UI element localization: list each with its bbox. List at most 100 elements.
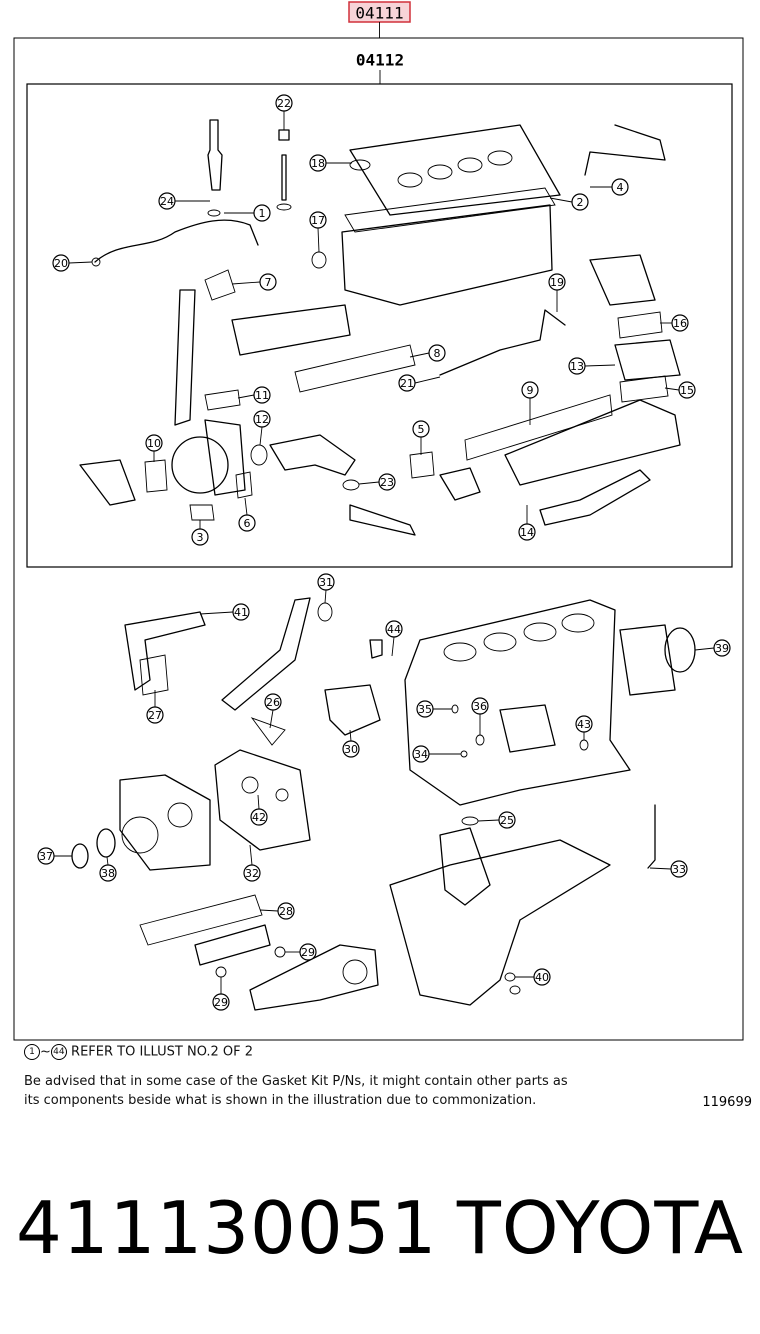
- callout-circle[interactable]: [398, 374, 416, 392]
- ref-tilde: ~: [40, 1044, 51, 1060]
- callout-11[interactable]: 11: [253, 386, 271, 404]
- callout-circle[interactable]: [548, 273, 566, 291]
- callout-circle[interactable]: [471, 697, 489, 715]
- callout-25[interactable]: 25: [498, 811, 516, 829]
- callout-36[interactable]: 36: [471, 697, 489, 715]
- callout-circle[interactable]: [146, 706, 164, 724]
- callout-number: 4: [617, 181, 624, 194]
- callout-circle[interactable]: [191, 528, 209, 546]
- callout-4[interactable]: 4: [611, 178, 629, 196]
- callout-17[interactable]: 17: [309, 211, 327, 229]
- callout-10[interactable]: 10: [145, 434, 163, 452]
- callout-8[interactable]: 8: [428, 344, 446, 362]
- callout-circle[interactable]: [264, 693, 282, 711]
- callout-16[interactable]: 16: [671, 314, 689, 332]
- callout-circle[interactable]: [671, 314, 689, 332]
- callout-circle[interactable]: [571, 193, 589, 211]
- callout-circle[interactable]: [253, 410, 271, 428]
- callout-number: 22: [277, 97, 291, 110]
- callout-41[interactable]: 41: [232, 603, 250, 621]
- callout-circle[interactable]: [533, 968, 551, 986]
- callout-circle[interactable]: [670, 860, 688, 878]
- brand-name: TOYOTA: [456, 1186, 744, 1270]
- callout-12[interactable]: 12: [253, 410, 271, 428]
- callout-circle[interactable]: [158, 192, 176, 210]
- callout-circle[interactable]: [378, 473, 396, 491]
- callout-28[interactable]: 28: [277, 902, 295, 920]
- callout-6[interactable]: 6: [238, 514, 256, 532]
- callout-43[interactable]: 43: [575, 715, 593, 733]
- callout-29[interactable]: 29: [212, 993, 230, 1011]
- callout-40[interactable]: 40: [533, 968, 551, 986]
- callout-5[interactable]: 5: [412, 420, 430, 438]
- callout-circle[interactable]: [37, 847, 55, 865]
- callout-24[interactable]: 24: [158, 192, 176, 210]
- callout-2[interactable]: 2: [571, 193, 589, 211]
- callout-circle[interactable]: [498, 811, 516, 829]
- callout-1[interactable]: 1: [253, 204, 271, 222]
- callout-circle[interactable]: [259, 273, 277, 291]
- callout-number: 15: [680, 384, 694, 397]
- callout-circle[interactable]: [99, 864, 117, 882]
- callout-13[interactable]: 13: [568, 357, 586, 375]
- callout-circle[interactable]: [428, 344, 446, 362]
- callout-32[interactable]: 32: [243, 864, 261, 882]
- callout-circle[interactable]: [342, 740, 360, 758]
- callout-circle[interactable]: [253, 204, 271, 222]
- callout-19[interactable]: 19: [548, 273, 566, 291]
- callout-29[interactable]: 29: [299, 943, 317, 961]
- callout-21[interactable]: 21: [398, 374, 416, 392]
- callout-circle[interactable]: [309, 154, 327, 172]
- callout-20[interactable]: 20: [52, 254, 70, 272]
- callout-44[interactable]: 44: [385, 620, 403, 638]
- callout-circle[interactable]: [521, 381, 539, 399]
- callout-3[interactable]: 3: [191, 528, 209, 546]
- callout-circle[interactable]: [145, 434, 163, 452]
- callout-circle[interactable]: [678, 381, 696, 399]
- callout-34[interactable]: 34: [412, 745, 430, 763]
- callout-circle[interactable]: [412, 420, 430, 438]
- callout-circle[interactable]: [232, 603, 250, 621]
- callout-circle[interactable]: [52, 254, 70, 272]
- callout-circle[interactable]: [713, 639, 731, 657]
- callout-37[interactable]: 37: [37, 847, 55, 865]
- callout-22[interactable]: 22: [275, 94, 293, 112]
- callout-14[interactable]: 14: [518, 523, 536, 541]
- callout-circle[interactable]: [518, 523, 536, 541]
- callout-circle[interactable]: [253, 386, 271, 404]
- callout-9[interactable]: 9: [521, 381, 539, 399]
- callout-23[interactable]: 23: [378, 473, 396, 491]
- callout-circle[interactable]: [317, 573, 335, 591]
- callout-circle[interactable]: [416, 700, 434, 718]
- callout-39[interactable]: 39: [713, 639, 731, 657]
- callout-number: 7: [265, 276, 272, 289]
- callout-33[interactable]: 33: [670, 860, 688, 878]
- callout-number: 36: [473, 700, 487, 713]
- callout-42[interactable]: 42: [250, 808, 268, 826]
- callout-circle[interactable]: [385, 620, 403, 638]
- top-code-label[interactable]: 04111: [355, 4, 403, 23]
- callout-circle[interactable]: [299, 943, 317, 961]
- callout-26[interactable]: 26: [264, 693, 282, 711]
- callout-31[interactable]: 31: [317, 573, 335, 591]
- callout-30[interactable]: 30: [342, 740, 360, 758]
- callout-circle[interactable]: [243, 864, 261, 882]
- callout-circle[interactable]: [575, 715, 593, 733]
- callout-circle[interactable]: [238, 514, 256, 532]
- sub-code-label: 04112: [356, 51, 404, 70]
- callout-circle[interactable]: [250, 808, 268, 826]
- callout-circle[interactable]: [212, 993, 230, 1011]
- callout-circle[interactable]: [611, 178, 629, 196]
- callout-35[interactable]: 35: [416, 700, 434, 718]
- callout-15[interactable]: 15: [678, 381, 696, 399]
- callout-38[interactable]: 38: [99, 864, 117, 882]
- callout-circle[interactable]: [275, 94, 293, 112]
- callout-18[interactable]: 18: [309, 154, 327, 172]
- callout-circle[interactable]: [412, 745, 430, 763]
- callout-circle[interactable]: [277, 902, 295, 920]
- callout-circle[interactable]: [568, 357, 586, 375]
- callout-circle[interactable]: [309, 211, 327, 229]
- callout-27[interactable]: 27: [146, 706, 164, 724]
- callout-7[interactable]: 7: [259, 273, 277, 291]
